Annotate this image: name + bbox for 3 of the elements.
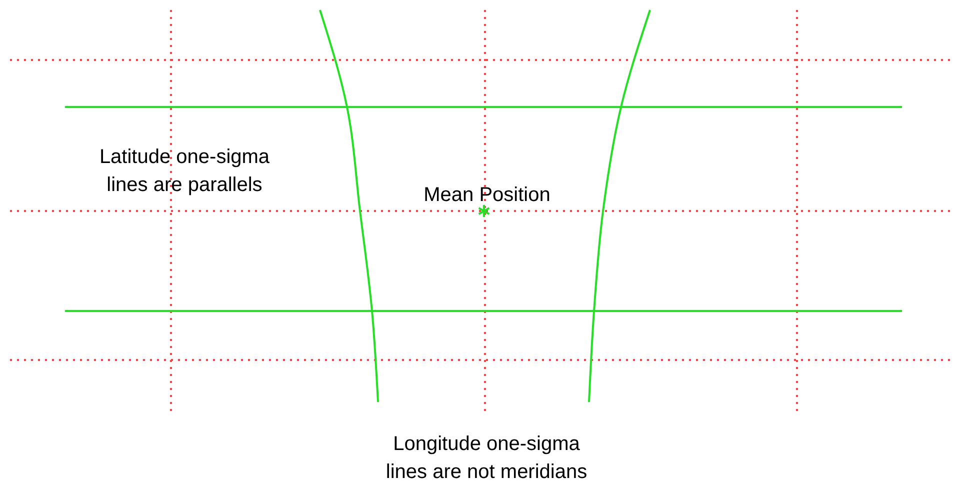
annotation-text: Mean Position	[422, 183, 552, 208]
annotation-text: Longitude one-sigma lines are not meridians	[384, 432, 588, 485]
annotation-text: Latitude one-sigma lines are parallels	[98, 145, 271, 198]
